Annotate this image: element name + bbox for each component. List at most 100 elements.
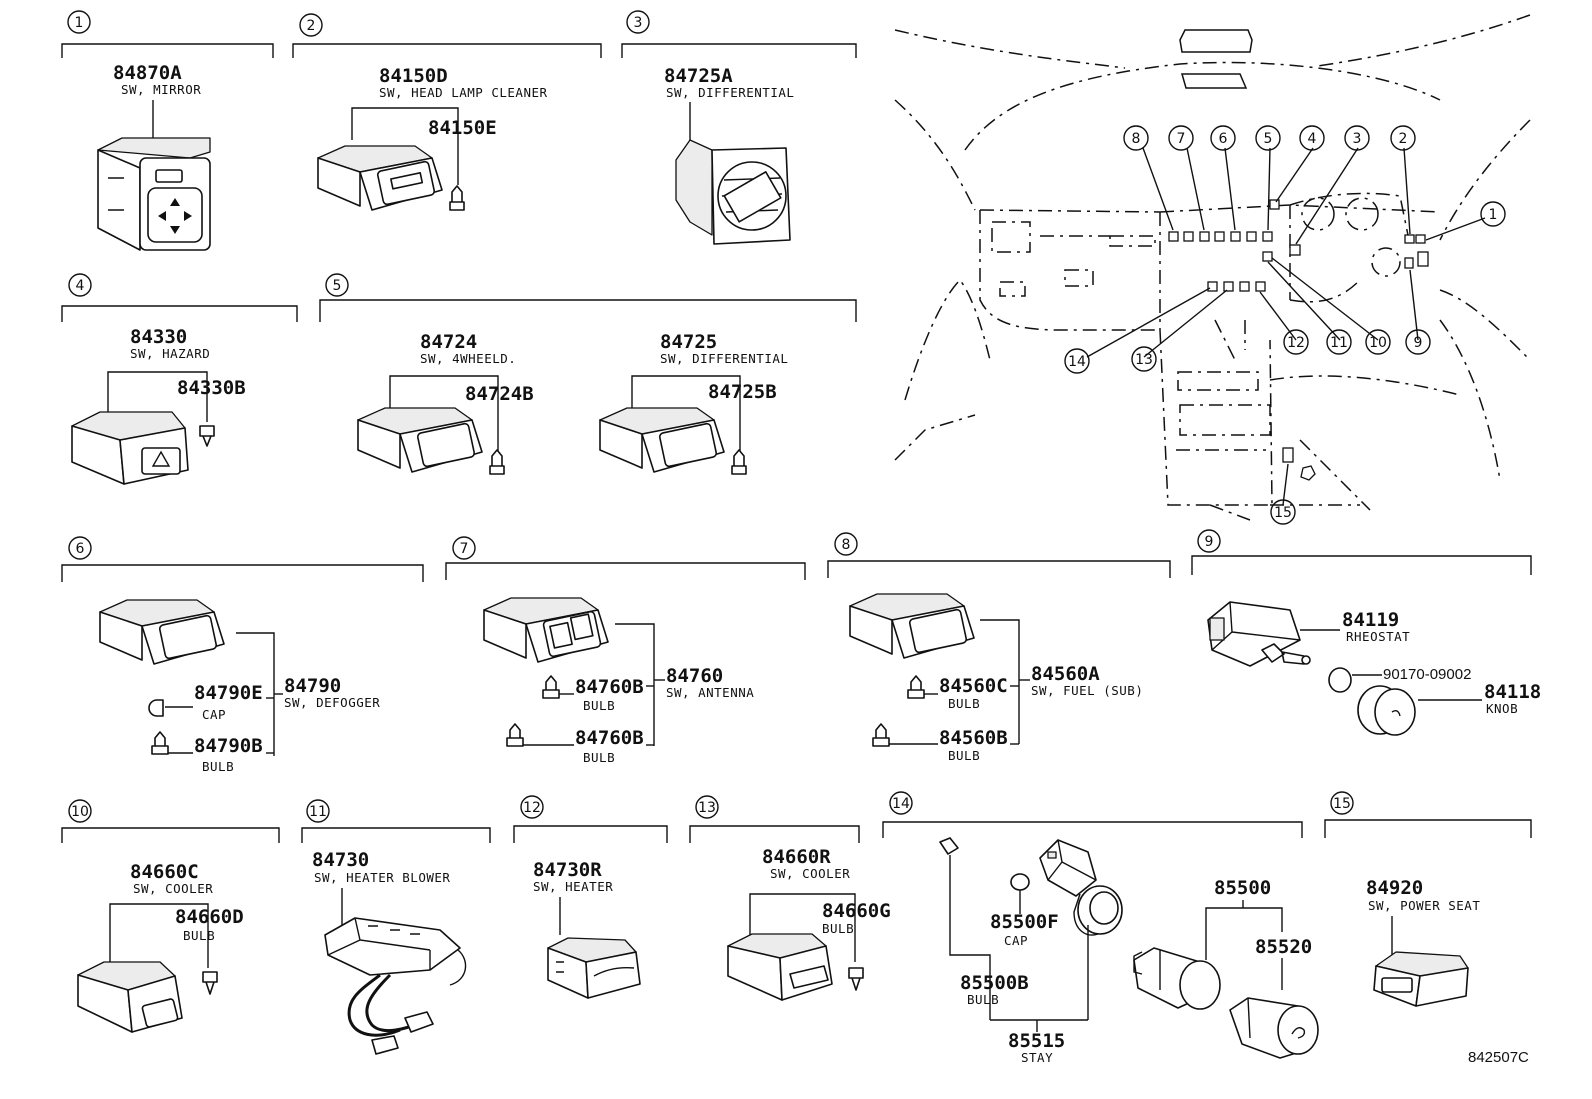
rheostat-drawing [1207, 601, 1311, 667]
part-description: KNOB [1486, 701, 1518, 716]
part-number[interactable]: 84330 [130, 326, 187, 348]
part-number[interactable]: 84660R [762, 846, 831, 868]
dashboard-outline [894, 14, 1531, 521]
cooler-switch-drawing [77, 961, 218, 1033]
part-description: SW, DIFFERENTIAL [666, 85, 794, 100]
callout-number: 12 [1287, 335, 1305, 351]
part-number[interactable]: 84790B [194, 735, 263, 757]
callout-number: 15 [1274, 505, 1292, 521]
part-description: SW, ANTENNA [666, 685, 754, 700]
part-number[interactable]: 84119 [1342, 609, 1399, 631]
part-number[interactable]: 84150E [428, 117, 497, 139]
part-number[interactable]: 84790E [194, 682, 263, 704]
fuel-sub-switch-drawing [849, 593, 975, 659]
part-description: BULB [822, 921, 854, 936]
part-number[interactable]: 85500F [990, 911, 1059, 933]
section-15: 15 84920 SW, POWER SEAT [1324, 791, 1532, 1007]
callout-number: 2 [1399, 131, 1408, 147]
part-number[interactable]: 85520 [1255, 936, 1312, 958]
part-number[interactable]: 84730R [533, 859, 602, 881]
part-description: BULB [183, 928, 215, 943]
part-number[interactable]: 84560B [939, 727, 1008, 749]
part-number[interactable]: 84725 [660, 331, 717, 353]
callout-number: 8 [1132, 131, 1141, 147]
section-number: 5 [333, 278, 342, 294]
section-7: 7 84760 SW, ANTENNA 84760B BULB 84760B B… [445, 536, 806, 765]
part-number[interactable]: 84760B [575, 727, 644, 749]
part-number[interactable]: 84760 [666, 665, 723, 687]
diagram-id: 842507C [1468, 1049, 1529, 1066]
part-number[interactable]: 84760B [575, 676, 644, 698]
section-6: 6 84790 SW, DEFOGGER 84790E CAP 84790B B… [61, 536, 424, 774]
hazard-switch-drawing [71, 411, 215, 485]
section-3: 3 84725A SW, DIFFERENTIAL [621, 10, 857, 245]
part-description: SW, MIRROR [121, 82, 201, 97]
differential-switch-drawing [675, 139, 791, 245]
part-description: SW, POWER SEAT [1368, 898, 1480, 913]
part-number[interactable]: 84660C [130, 861, 199, 883]
section-number: 15 [1333, 796, 1351, 812]
section-number: 1 [75, 15, 84, 31]
section-8: 8 84560A SW, FUEL (SUB) 84560C BULB 8456… [827, 532, 1171, 763]
section-number: 9 [1205, 534, 1214, 550]
part-description: BULB [948, 748, 980, 763]
mirror-switch-drawing [97, 137, 211, 251]
part-description: SW, HEATER BLOWER [314, 870, 450, 885]
part-description: SW, COOLER [133, 881, 213, 896]
part-description: SW, DEFOGGER [284, 695, 380, 710]
part-number[interactable]: 84870A [113, 62, 182, 84]
callout-leaders [1086, 147, 1486, 506]
part-description: SW, FUEL (SUB) [1031, 683, 1143, 698]
callout-number: 10 [1369, 335, 1387, 351]
section-4: 4 84330 SW, HAZARD 84330B [61, 273, 298, 485]
part-number[interactable]: 84730 [312, 849, 369, 871]
section-number: 6 [76, 541, 85, 557]
section-5: 5 84724 SW, 4WHEELD. 84724B 84725 SW, DI… [319, 273, 857, 475]
4wheel-drive-switch-drawing [357, 407, 505, 475]
cigarette-lighter-socket-drawing [1039, 839, 1123, 936]
part-number[interactable]: 90170-09002 [1383, 666, 1471, 683]
part-number[interactable]: 84725B [708, 381, 777, 403]
dashboard-overview: 8 7 6 5 4 3 2 1 14 13 12 11 10 [894, 14, 1531, 525]
part-description: RHEOSTAT [1346, 629, 1410, 644]
knob-drawing [1357, 685, 1416, 736]
part-description: BULB [967, 992, 999, 1007]
part-description: BULB [583, 698, 615, 713]
callout-number: 14 [1068, 354, 1086, 370]
callout-number: 6 [1219, 131, 1228, 147]
part-description: SW, HEATER [533, 879, 613, 894]
section-number: 14 [892, 796, 910, 812]
part-description: BULB [583, 750, 615, 765]
part-number[interactable]: 84724B [465, 383, 534, 405]
part-number[interactable]: 84725A [664, 65, 733, 87]
cooler-switch-drawing [727, 933, 864, 1001]
part-description: SW, HEAD LAMP CLEANER [379, 85, 548, 100]
part-number[interactable]: 84724 [420, 331, 477, 353]
part-number[interactable]: 84560C [939, 675, 1008, 697]
part-number[interactable]: 84660G [822, 900, 891, 922]
part-number[interactable]: 85500B [960, 972, 1029, 994]
part-number[interactable]: 84560A [1031, 663, 1100, 685]
section-number: 3 [634, 15, 643, 31]
part-number[interactable]: 84790 [284, 675, 341, 697]
part-number[interactable]: 84118 [1484, 681, 1541, 703]
part-number[interactable]: 84330B [177, 377, 246, 399]
section-13: 13 84660R SW, COOLER 84660G BULB [689, 795, 891, 1001]
callout-number: 3 [1353, 131, 1362, 147]
part-number[interactable]: 85515 [1008, 1030, 1065, 1052]
section-12: 12 84730R SW, HEATER [513, 795, 668, 999]
part-number[interactable]: 85500 [1214, 877, 1271, 899]
differential-switch-drawing [599, 407, 747, 475]
part-number[interactable]: 84150D [379, 65, 448, 87]
section-number: 4 [76, 278, 85, 294]
callout-number: 7 [1177, 131, 1186, 147]
part-number[interactable]: 84660D [175, 906, 244, 928]
section-10: 10 84660C SW, COOLER 84660D BULB [61, 799, 280, 1033]
part-description: BULB [202, 759, 234, 774]
callout-number: 5 [1264, 131, 1273, 147]
part-description: CAP [202, 707, 226, 722]
section-number: 8 [842, 537, 851, 553]
cigarette-lighter-drawing [1133, 947, 1319, 1059]
headlamp-cleaner-switch-drawing [317, 145, 465, 211]
part-number[interactable]: 84920 [1366, 877, 1423, 899]
